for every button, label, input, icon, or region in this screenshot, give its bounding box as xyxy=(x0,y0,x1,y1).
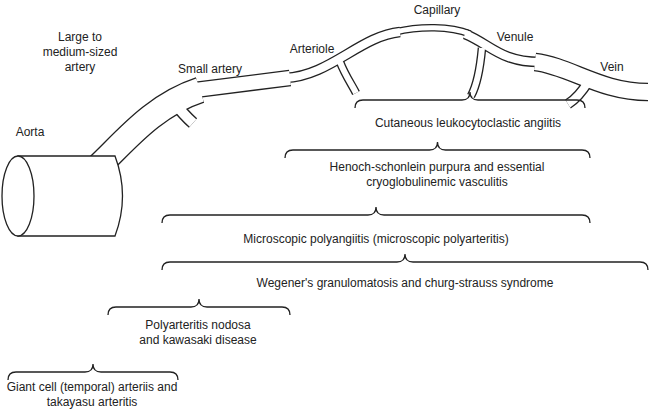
vessel-lumen xyxy=(395,28,470,34)
vessel-label: Vein xyxy=(600,60,623,75)
vessel-outline xyxy=(535,62,648,92)
range-brace xyxy=(162,254,648,270)
range-brace xyxy=(162,207,590,223)
aorta-cylinder xyxy=(2,156,123,236)
vessel-label: Capillary xyxy=(414,3,461,18)
range-brace xyxy=(108,299,290,315)
vessel-outline xyxy=(195,78,290,90)
vasculitis-label: Cutaneous leukocytoclastic angiitis xyxy=(375,116,561,131)
vessel-lumen xyxy=(535,62,648,92)
vessel-lumen xyxy=(568,82,588,104)
vasculitis-label: Wegener's granulomatosis and churg-strau… xyxy=(257,276,554,291)
vasculitis-label: Polyarteritis nodosa and kawasaki diseas… xyxy=(136,318,261,348)
vessel-lumen xyxy=(172,100,193,123)
range-brace xyxy=(8,364,178,380)
vasculitis-label: Giant cell (temporal) arteriis and takay… xyxy=(5,380,180,410)
vessel-outline xyxy=(471,48,482,96)
vessel-lumen xyxy=(471,48,482,96)
vessel-label: Arteriole xyxy=(290,42,335,57)
vessel-outline xyxy=(340,62,356,93)
vessel-lumen xyxy=(340,62,356,93)
vessel-lumen xyxy=(195,78,290,90)
vasculitis-label: Microscopic polyangiitis (microscopic po… xyxy=(243,232,508,247)
vessel-label: Large to medium-sized artery xyxy=(39,30,121,75)
vessel-label: Small artery xyxy=(178,62,242,77)
range-brace xyxy=(285,142,590,158)
vasculitis-label: Henoch-schonlein purpura and essential c… xyxy=(317,160,557,190)
vessel-outline xyxy=(568,82,588,104)
vessel-label: Aorta xyxy=(16,125,45,140)
range-brace xyxy=(355,92,585,108)
vessel-outline xyxy=(395,28,470,34)
vessel-label: Venule xyxy=(497,30,534,45)
